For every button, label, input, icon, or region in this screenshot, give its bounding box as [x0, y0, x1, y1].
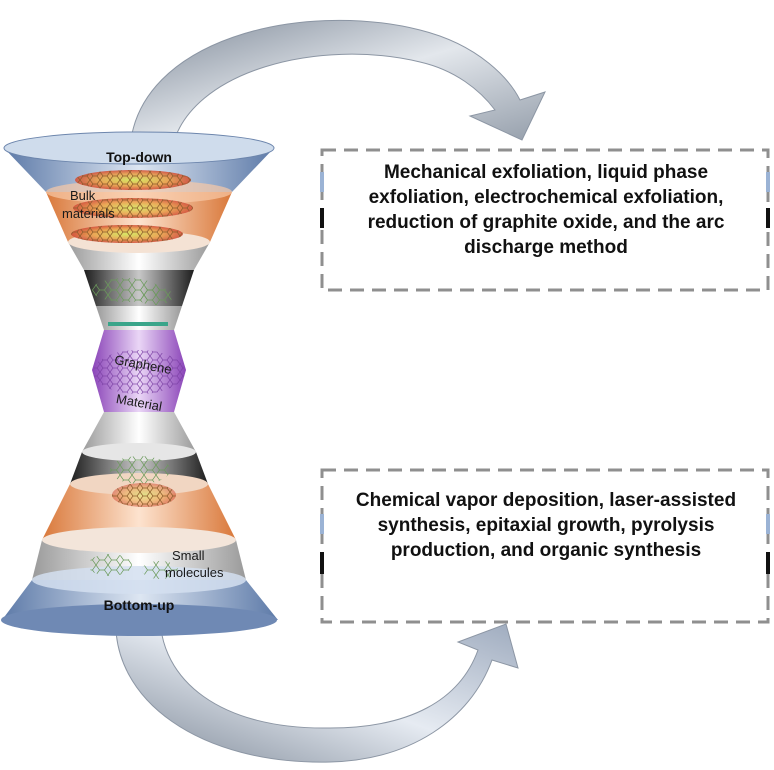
bulk-materials-label-line1: Bulk [70, 188, 96, 203]
bottom-curved-arrow [115, 614, 519, 763]
bottom-orange-band [42, 484, 236, 540]
bottom-up-label: Bottom-up [104, 597, 175, 613]
top-methods-text: Mechanical exfoliation, liquid phase exf… [367, 162, 725, 258]
small-molecules-label-line1: Small [172, 548, 205, 563]
top-curved-arrow [129, 19, 546, 149]
bulk-material-layers [71, 170, 193, 243]
hourglass: Top-down Bulk materials Graphene Materia… [1, 131, 278, 636]
small-molecule-flakes [88, 456, 178, 579]
small-molecules-label-line2: molecules [165, 565, 224, 580]
graphene-flakes [92, 278, 173, 326]
top-down-label: Top-down [106, 149, 172, 165]
bottom-methods-text: Chemical vapor deposition, laser-assiste… [355, 490, 737, 561]
top-methods-box [320, 148, 770, 292]
bulk-materials-label-line2: materials [62, 206, 115, 221]
bottom-methods-box [320, 468, 770, 624]
